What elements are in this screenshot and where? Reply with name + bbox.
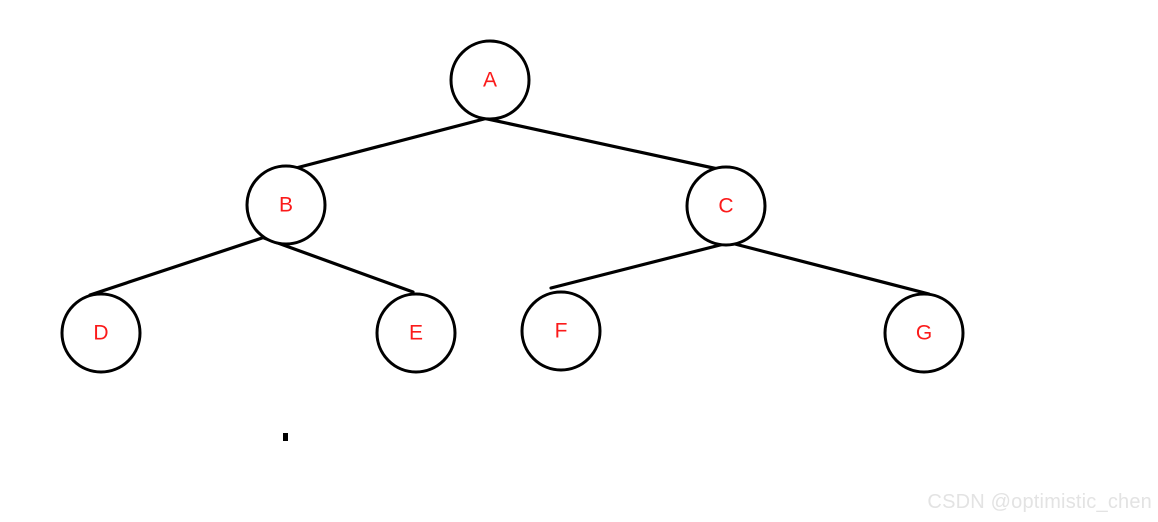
tree-node-f[interactable]: F	[520, 290, 602, 372]
edge-a-b	[294, 117, 486, 170]
tree-node-a[interactable]: A	[449, 39, 531, 121]
edge-b-e	[262, 236, 415, 294]
node-circle-e[interactable]	[375, 292, 457, 374]
node-circle-c[interactable]	[685, 165, 767, 247]
node-circle-g[interactable]	[883, 292, 965, 374]
tree-node-g[interactable]: G	[883, 292, 965, 374]
csdn-watermark: CSDN @optimistic_chen	[927, 491, 1152, 513]
nodes-group: A B C D E F G	[60, 39, 965, 374]
node-label-c: C	[718, 195, 733, 218]
edge-c-f	[549, 241, 730, 290]
tree-node-b[interactable]: B	[245, 164, 327, 246]
tree-node-d[interactable]: D	[60, 292, 142, 374]
edge-a-c	[481, 116, 720, 171]
node-label-f: F	[555, 320, 568, 343]
edges-group	[88, 116, 931, 297]
node-circle-b[interactable]	[245, 164, 327, 246]
node-label-d: D	[93, 322, 108, 345]
node-label-e: E	[409, 322, 423, 345]
node-label-a: A	[483, 69, 497, 92]
node-circle-d[interactable]	[60, 292, 142, 374]
edge-b-d	[88, 236, 264, 297]
tree-node-e[interactable]: E	[375, 292, 457, 374]
node-label-b: B	[279, 194, 293, 217]
node-circle-f[interactable]	[520, 290, 602, 372]
tree-node-c[interactable]: C	[685, 165, 767, 247]
edge-c-g	[729, 241, 931, 296]
node-circle-a[interactable]	[449, 39, 531, 121]
stray-marks-group	[283, 433, 288, 441]
stray-dot	[283, 433, 288, 441]
node-label-g: G	[916, 322, 932, 345]
